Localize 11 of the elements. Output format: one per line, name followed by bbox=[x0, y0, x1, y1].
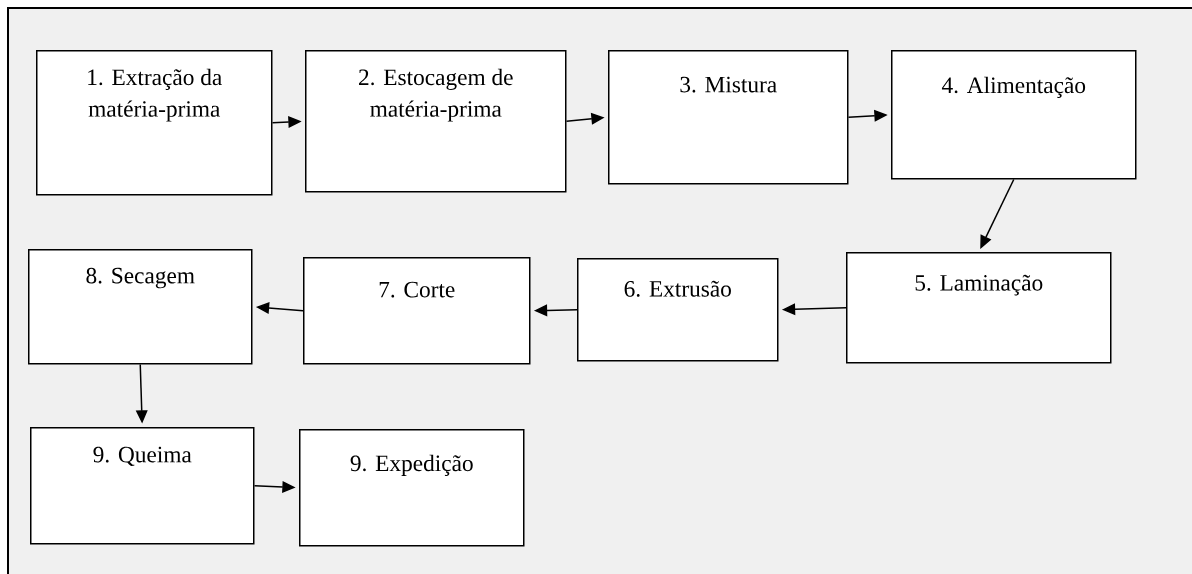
process-box: 4. Alimentação bbox=[891, 50, 1137, 180]
process-box: 5. Laminação bbox=[846, 252, 1112, 364]
process-box: 1. Extração da matéria-prima bbox=[36, 50, 273, 196]
process-box: 8. Secagem bbox=[28, 249, 253, 365]
process-box: 2. Estocagem de matéria-prima bbox=[305, 50, 567, 193]
process-box: 3. Mistura bbox=[608, 50, 849, 185]
process-box: 9. Expedição bbox=[299, 429, 525, 547]
process-box: 6. Extrusão bbox=[577, 258, 779, 362]
process-box: 7. Corte bbox=[303, 257, 531, 365]
process-box: 9. Queima bbox=[30, 427, 255, 545]
arrow bbox=[980, 178, 1015, 249]
